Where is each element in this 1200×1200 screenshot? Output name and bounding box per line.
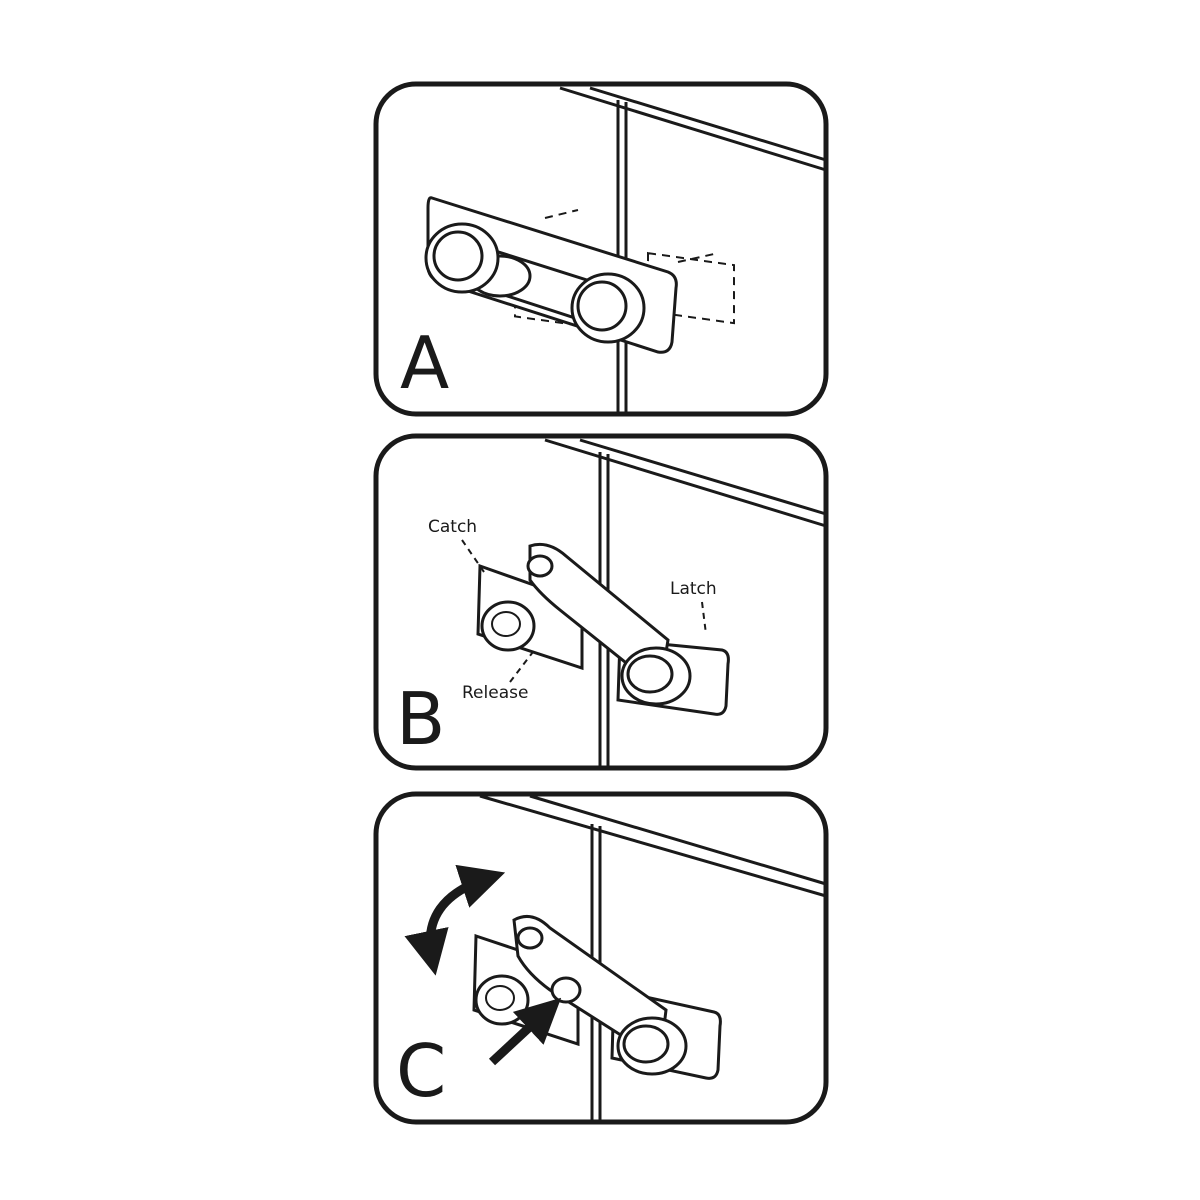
- arm-hook: [526, 554, 554, 578]
- release-knob: [480, 600, 536, 652]
- release-knob-c: [474, 974, 530, 1026]
- catch-label: Catch: [428, 517, 477, 537]
- arm-hook-c: [516, 926, 544, 950]
- release-label: Release: [462, 683, 528, 703]
- panel-c-letter: C: [396, 1029, 446, 1113]
- knob-right-a: [570, 272, 646, 344]
- knob-left-a: [424, 222, 500, 294]
- latch-knob-c: [616, 1016, 688, 1076]
- latch-label: Latch: [670, 579, 717, 599]
- panel-a: A: [373, 81, 829, 417]
- callout-leaders: [461, 539, 707, 683]
- double-arrow-icon: [404, 864, 506, 976]
- release-button-c: [550, 976, 582, 1004]
- panel-a-letter: A: [400, 321, 449, 405]
- panel-b: Catch Latch Release B: [373, 433, 829, 771]
- panel-b-letter: B: [396, 677, 445, 761]
- push-arrow-icon: [488, 997, 562, 1066]
- latch-knob: [620, 646, 692, 706]
- panel-a-frame: [373, 81, 829, 417]
- panel-c: C: [373, 791, 829, 1125]
